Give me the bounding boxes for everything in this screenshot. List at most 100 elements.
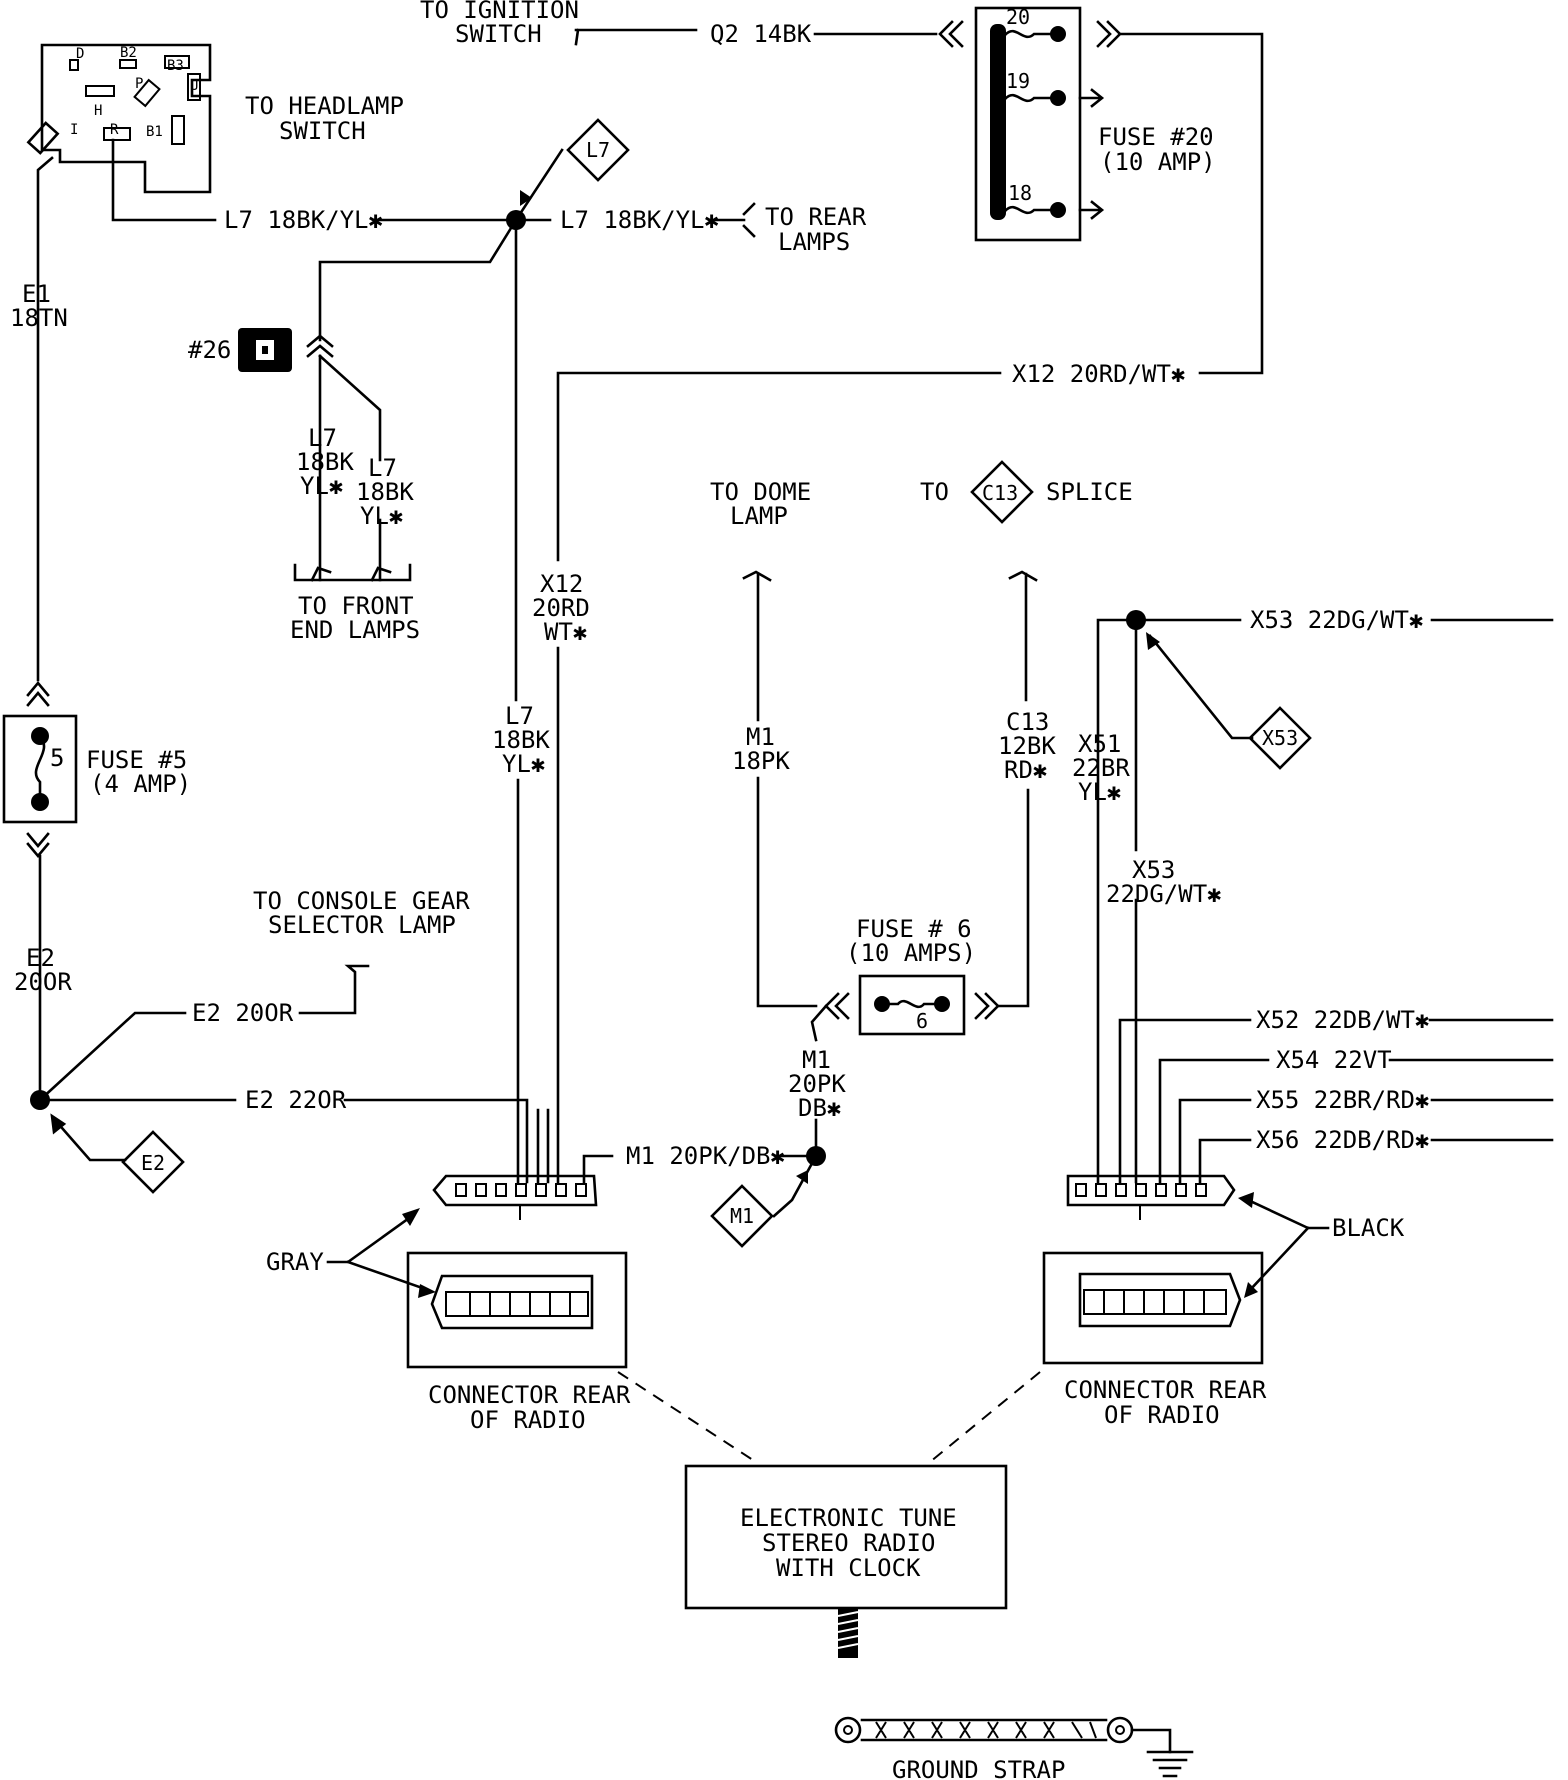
wire-e2-label-2: 20OR xyxy=(14,968,72,996)
fuse20-cavity-19: 19 xyxy=(1006,69,1030,93)
black-label: BLACK xyxy=(1332,1214,1405,1242)
wire-l7-right-end xyxy=(714,202,756,238)
fuse20-cavity-20: 20 xyxy=(1006,5,1030,29)
front-l7a-1: L7 xyxy=(308,424,337,452)
dome-lamp-label-2: LAMP xyxy=(730,502,788,530)
terminal-u: U xyxy=(190,78,198,94)
fuse6-element xyxy=(880,999,944,1009)
fuse20-label-2: (10 AMP) xyxy=(1100,148,1216,176)
wire-x54-label: X54 22VT xyxy=(1276,1046,1392,1074)
wire-e2-label-1: E2 xyxy=(26,944,55,972)
svg-text:E2: E2 xyxy=(141,1151,165,1175)
connector-26-label: #26 xyxy=(188,336,231,364)
wire-q2-left xyxy=(574,28,698,46)
wire-x56-label: X56 22DB/RD✱ xyxy=(1256,1126,1429,1154)
gray-connector-face xyxy=(406,1251,628,1369)
fuse20-label-1: FUSE #20 xyxy=(1098,123,1214,151)
fuse5-connector-bottom xyxy=(26,832,50,859)
rear-lamps-label-2: LAMPS xyxy=(778,228,850,256)
tag-e2: E2 xyxy=(121,1130,185,1194)
front-end-terminals xyxy=(310,566,392,582)
fuse5-number: 5 xyxy=(50,744,64,772)
tag-c13: C13 xyxy=(970,460,1034,524)
wire-m1-18-2: 18PK xyxy=(732,747,790,775)
x53-tag-leader xyxy=(1148,634,1254,740)
wire-e2-22or-b xyxy=(343,1098,529,1184)
front-l7b-2: 18BK xyxy=(356,478,414,506)
fuse20-connector-in xyxy=(938,20,964,48)
headlamp-switch-label-1: TO HEADLAMP xyxy=(245,92,404,120)
wire-x12-h-label: X12 20RD/WT✱ xyxy=(1012,360,1185,388)
tag-m1: M1 xyxy=(710,1184,774,1248)
fuse6-label-1: FUSE # 6 xyxy=(856,915,972,943)
wire-m1-20-2: 20PK xyxy=(788,1070,846,1098)
wire-l7-v-3: YL✱ xyxy=(502,750,545,778)
terminal-p: P xyxy=(135,76,143,92)
fuse5-box xyxy=(2,714,78,824)
fuse5-label-2: (4 AMP) xyxy=(90,770,191,798)
wire-x51-3: YL✱ xyxy=(1078,778,1121,806)
fuse5-connector-top xyxy=(26,680,50,707)
ground-icon xyxy=(1146,1750,1194,1778)
terminal-b3: B3 xyxy=(167,58,184,74)
front-l7a-3: YL✱ xyxy=(300,472,343,500)
wire-m1-20pk-top xyxy=(810,1004,828,1042)
wire-m1-h-label: M1 20PK/DB✱ xyxy=(626,1142,785,1170)
connector-right-caption-2: OF RADIO xyxy=(1104,1401,1220,1429)
wire-m1-18-1: M1 xyxy=(746,723,775,751)
fuse20-box xyxy=(974,6,1082,242)
wire-q2-label: Q2 14BK xyxy=(710,20,812,48)
front-end-label-1: TO FRONT xyxy=(298,592,414,620)
wire-m1-18pk xyxy=(756,776,818,1008)
wire-e2-22or-label: E2 22OR xyxy=(245,1086,347,1114)
wire-c13-bottom xyxy=(996,788,1030,1008)
console-lamp-label-2: SELECTOR LAMP xyxy=(268,911,456,939)
wire-x53-v-2: 22DG/WT✱ xyxy=(1106,880,1222,908)
wire-e2-20or xyxy=(38,1011,187,1102)
dome-lamp-label-1: TO DOME xyxy=(710,478,811,506)
black-connector-plug xyxy=(1066,1174,1236,1220)
fuse20-connector-out xyxy=(1096,20,1122,48)
tag-x53: X53 xyxy=(1248,706,1312,770)
rear-lamps-label-1: TO REAR xyxy=(765,203,867,231)
terminal-b2: B2 xyxy=(120,45,137,61)
svg-text:M1: M1 xyxy=(730,1204,754,1228)
connector-26-symbol xyxy=(306,334,334,358)
wire-l7-v-2: 18BK xyxy=(492,726,550,754)
wire-c13-2: 12BK xyxy=(998,732,1056,760)
black-connector-face xyxy=(1042,1251,1264,1365)
svg-text:C13: C13 xyxy=(982,481,1018,505)
wire-l7-left-label: L7 18BK/YL✱ xyxy=(224,206,383,234)
fuse6-label-2: (10 AMPS) xyxy=(846,939,976,967)
wire-c13-1: C13 xyxy=(1006,708,1049,736)
fuse6-connector-in xyxy=(824,992,850,1020)
wire-x12-right xyxy=(1118,32,1264,375)
wire-c13-3: RD✱ xyxy=(1004,756,1047,784)
gray-label: GRAY xyxy=(266,1248,324,1276)
wire-e1 xyxy=(36,156,54,682)
wire-l7-front-b-top xyxy=(318,354,382,462)
wire-c13-top xyxy=(1008,570,1038,702)
splice-word-label: SPLICE xyxy=(1046,478,1133,506)
terminal-r: R xyxy=(110,122,119,138)
fuse5-label-1: FUSE #5 xyxy=(86,746,187,774)
front-l7b-3: YL✱ xyxy=(360,502,403,530)
wire-x55-label: X55 22BR/RD✱ xyxy=(1256,1086,1429,1114)
radio-label-1: ELECTRONIC TUNE xyxy=(740,1504,957,1532)
wire-console-lamp xyxy=(298,964,370,1015)
fuse6-connector-out xyxy=(974,992,1000,1020)
terminal-d: D xyxy=(76,46,84,62)
fuse5-element xyxy=(34,734,46,804)
wire-m1-18pk-top xyxy=(742,570,772,722)
wire-x12-left xyxy=(556,371,1002,562)
headlamp-switch: D B2 B3 P U H B1 R I xyxy=(26,43,212,194)
ignition-label-1: TO IGNITION xyxy=(420,0,579,24)
l7-tag-leader xyxy=(514,148,564,222)
wire-e1-label-1: E1 xyxy=(22,280,51,308)
wire-x12-v-3: WT✱ xyxy=(544,618,587,646)
wire-x12-v-1: X12 xyxy=(540,570,583,598)
wire-l7-v-1: L7 xyxy=(505,702,534,730)
connector-left-caption-1: CONNECTOR REAR xyxy=(428,1381,631,1409)
front-end-bracket xyxy=(293,563,412,582)
